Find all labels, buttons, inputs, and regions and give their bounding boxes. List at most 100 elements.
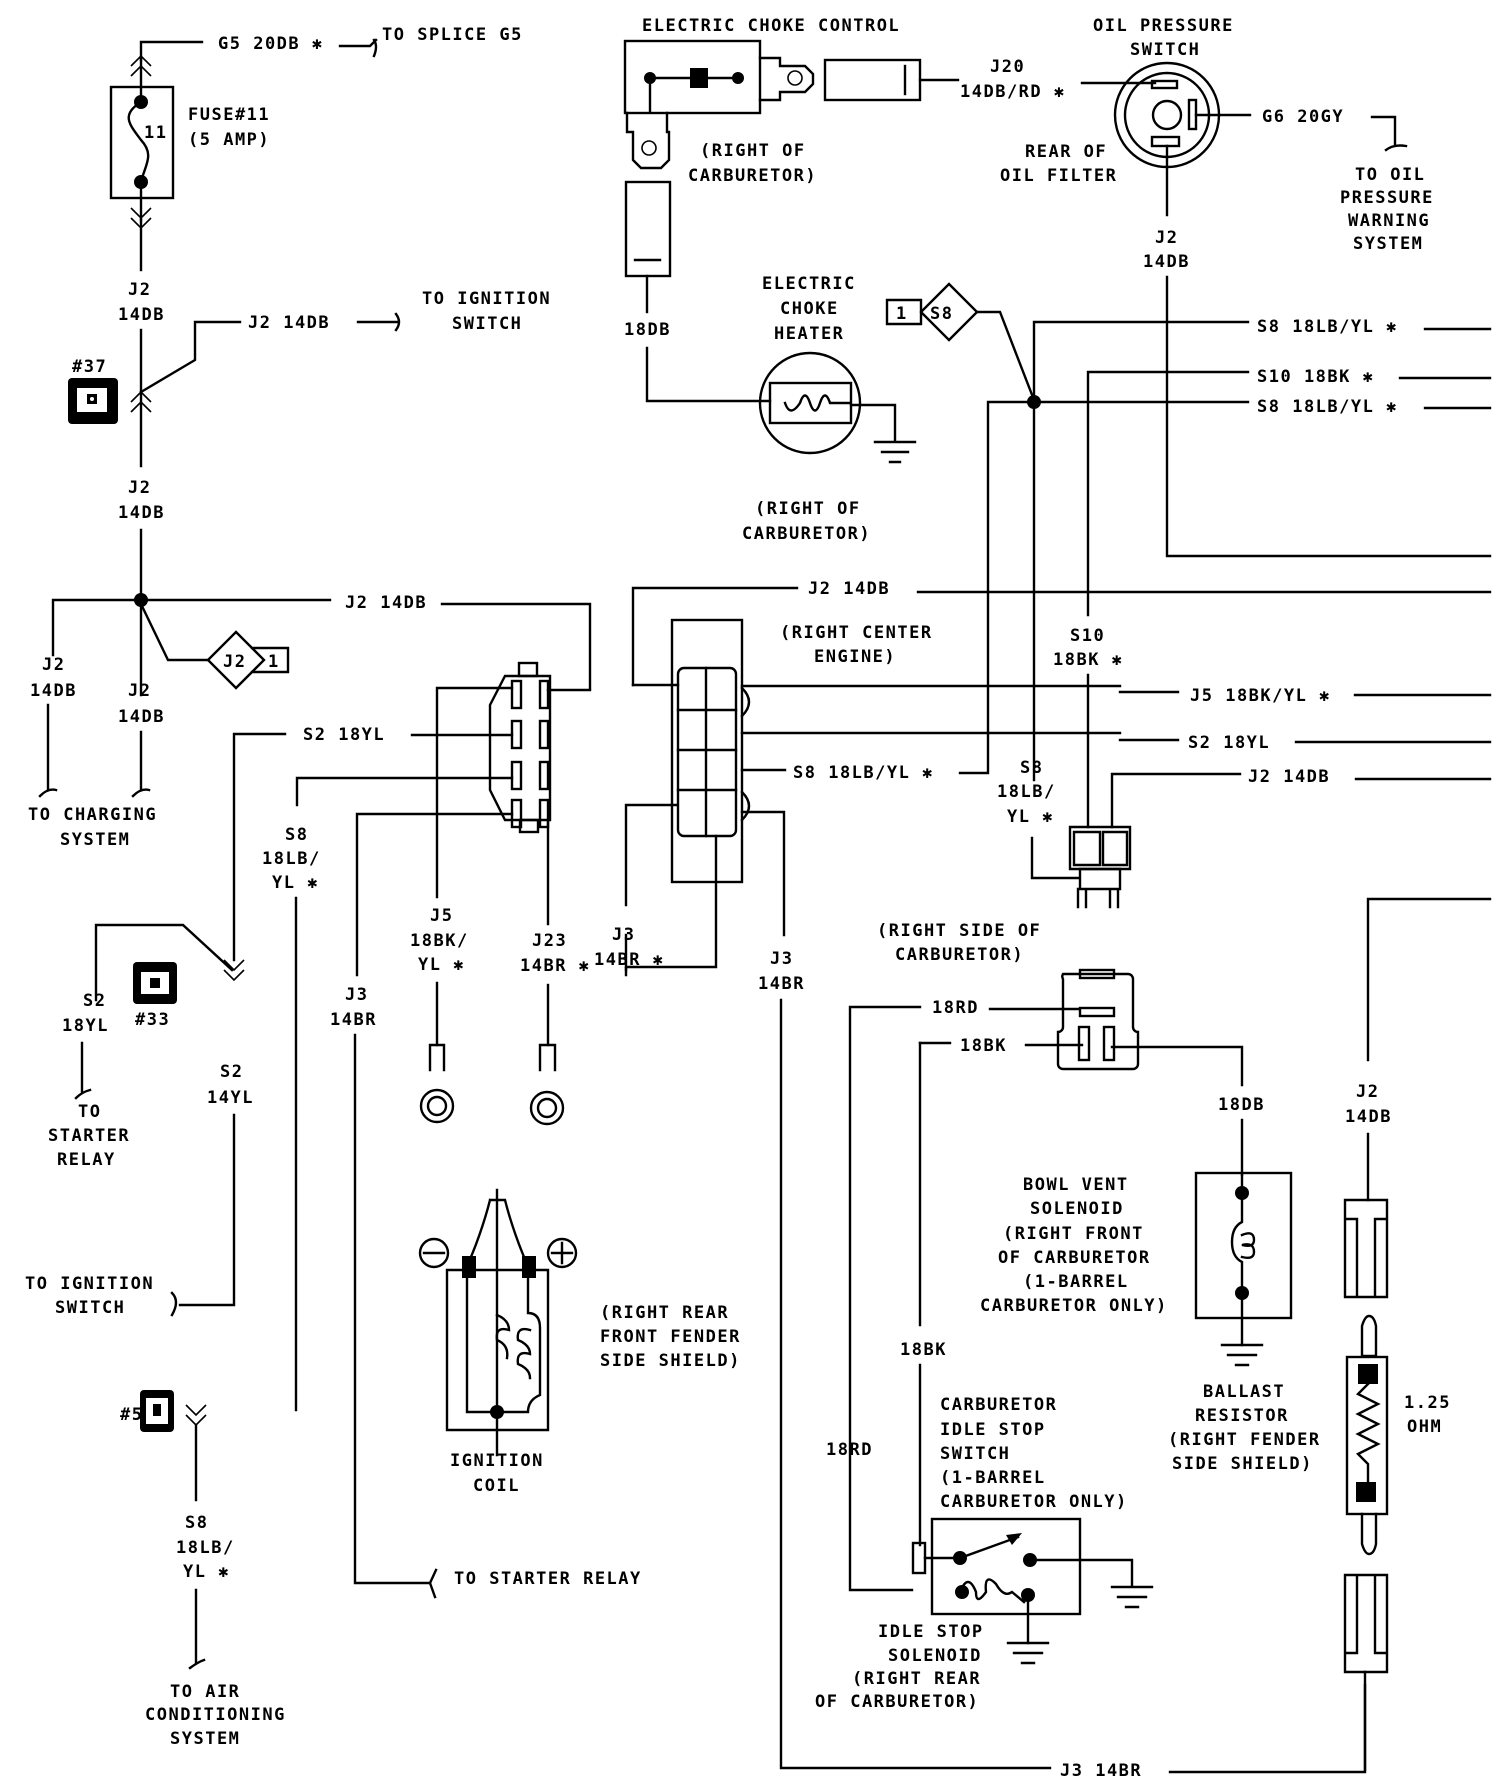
splice-s8-pointer: [975, 310, 1036, 402]
label-to-oil-pressure-warning-4: SYSTEM: [1353, 234, 1423, 254]
fuse-rating: (5 AMP): [188, 130, 270, 150]
wire-label-j2-a-gauge: 14DB: [118, 305, 165, 325]
idle-stop-coil-icon: [958, 1578, 1026, 1604]
wire-heater-ground: [849, 403, 897, 442]
wire-label-18db: 18DB: [624, 320, 671, 340]
oil-pressure-switch: OIL PRESSURE SWITCH G6 20GY TO OIL PRESS…: [1000, 16, 1492, 558]
choke-control-spade-right: [758, 56, 815, 102]
wire-label-s8-carb: S8: [1020, 758, 1043, 778]
label-to-starter-relay: TO STARTER RELAY: [454, 1569, 642, 1589]
wire-label-s8-left-gauge: 18LB/: [262, 849, 321, 869]
idle-switch-title-3: SWITCH: [940, 1444, 1010, 1464]
coil-secondary-wire: [495, 1273, 542, 1414]
bowl-vent-title-2: SOLENOID: [1030, 1199, 1124, 1219]
wire-j5-to-left-connector: [435, 686, 514, 899]
wire-label-s2-18yl: S2: [83, 991, 106, 1011]
fuse-terminal-bottom: [134, 175, 148, 189]
ignition-coil-title-2: COIL: [473, 1476, 520, 1496]
left-connector-housing: [488, 674, 552, 822]
wire-label-s2-18yl-gauge: 18YL: [62, 1016, 109, 1036]
choke-control-location-2: CARBURETOR): [688, 166, 817, 186]
idle-switch-title-5: CARBURETOR ONLY): [940, 1492, 1128, 1512]
carb-connector-latch: [1076, 867, 1122, 909]
connector-chevron-icon: [185, 1404, 207, 1427]
wire-label-s10: S10 18BK ✱: [1257, 367, 1374, 387]
oil-switch-location: REAR OF: [1025, 142, 1107, 162]
wire-label-j2-c-gauge: 14DB: [30, 681, 77, 701]
bowl-vent-solenoid: 18RD 18BK 18DB BOWL VENT SOLENOID (RIGHT…: [848, 968, 1293, 1592]
spade-hole: [641, 140, 657, 156]
choke-heater-title: ELECTRIC: [762, 274, 856, 294]
wire-label-s8-lower-color: YL ✱: [183, 1562, 230, 1582]
wire-label-s2-left: S2 18YL: [303, 725, 385, 745]
bowl-vent-title: BOWL VENT: [1023, 1175, 1129, 1195]
bowl-vent-pin: [1078, 1006, 1116, 1018]
wire-j2-ballast: [1366, 897, 1492, 1062]
label-to-oil-pressure-warning: TO OIL: [1355, 165, 1425, 185]
fuse-feed-section: G5 20DB ✱ TO SPLICE G5 11 FUSE#11 (5 AMP…: [28, 25, 592, 850]
bowl-vent-title-5: (1-BARREL: [1023, 1272, 1129, 1292]
bowl-vent-pin: [1077, 1025, 1091, 1062]
connector-5-label: #5: [120, 1405, 143, 1425]
wire-j3-bottom-right: [1168, 1683, 1367, 1774]
carb-connector-location-2: CARBURETOR): [895, 945, 1024, 965]
idle-stop-body: [930, 1517, 1082, 1616]
splice-s8-label: S8: [930, 304, 953, 324]
coil-junction: [490, 1405, 504, 1419]
ring-terminal-icon: [538, 1043, 557, 1072]
wire-label-s8-carb-gauge: 18LB/: [997, 782, 1056, 802]
ballast-title-4: SIDE SHIELD): [1172, 1454, 1313, 1474]
ring-terminal-icon: [428, 1043, 446, 1072]
switch-arrow-icon: [1006, 1533, 1022, 1545]
idle-solenoid-title-2: SOLENOID: [888, 1646, 982, 1666]
oil-switch-terminal: [1150, 135, 1181, 148]
switch-terminal: [953, 1551, 967, 1565]
splice-j2-tag-icon: [206, 630, 290, 690]
idle-switch-title-2: IDLE STOP: [940, 1420, 1046, 1440]
coil-primary-wire: [465, 1273, 499, 1414]
wire-to-ign: [356, 312, 401, 332]
choke-control-terminal: [644, 72, 656, 84]
spade-hole: [787, 70, 803, 86]
center-connector-latch: [740, 686, 751, 822]
wire-label-s2: S2 18YL: [1188, 733, 1270, 753]
left-connector-tab: [518, 818, 540, 834]
splice-pointer: [139, 602, 210, 662]
wire-j2-c-lower: [38, 703, 58, 798]
lower-left-section: S2 18YL TO STARTER RELAY #33 S2 14YL TO …: [25, 923, 286, 1749]
idle-stop-switch-plug: [911, 1541, 927, 1575]
electric-choke-control: ELECTRIC CHOKE CONTROL (RIGHT OF CARBURE…: [623, 16, 1064, 340]
wire-label-j2-oil: J2: [1155, 228, 1178, 248]
wire-label-s8-left: S8: [285, 825, 308, 845]
choke-heater-title-2: CHOKE: [780, 299, 839, 319]
bowl-vent-title-3: (RIGHT FRONT: [1003, 1224, 1144, 1244]
ballast-title-3: (RIGHT FENDER: [1168, 1430, 1321, 1450]
label-to-air-conditioning-2: CONDITIONING: [145, 1705, 286, 1725]
wire-label-s8-mid: S8 18LB/YL ✱: [1257, 397, 1398, 417]
coil-negative-terminal: [462, 1256, 476, 1278]
wire-s8-top: [1032, 320, 1250, 782]
ballast-terminal-bottom: [1356, 1482, 1376, 1502]
right-bus: 1 S8 S8 18LB/YL ✱ S10 18BK ✱ S8 18LB/YL …: [885, 282, 1492, 829]
ground-icon: [1220, 1343, 1264, 1367]
wire-g6-continue: [1370, 115, 1408, 152]
wire-label-j2-ballast-gauge: 14DB: [1345, 1107, 1392, 1127]
bowl-vent-title-4: OF CARBURETOR: [998, 1248, 1151, 1268]
ballast-terminal-top: [1358, 1364, 1378, 1384]
bowl-vent-terminal: [1235, 1286, 1249, 1300]
wire-s8-to-left-connector: [295, 776, 514, 807]
wire-18rd: [848, 1005, 922, 1592]
label-to-starter-relay-left-3: RELAY: [57, 1150, 116, 1170]
wire-s10: [1086, 370, 1250, 617]
ballast-bottom-connector: [1343, 1573, 1389, 1674]
idle-switch-title: CARBURETOR: [940, 1395, 1057, 1415]
center-connector-location: (RIGHT CENTER: [780, 623, 933, 643]
wire-label-j3-b-gauge: 14BR: [758, 974, 805, 994]
wire-label-j5-left-gauge: 18BK/: [410, 931, 469, 951]
label-to-air-conditioning: TO AIR: [170, 1682, 240, 1702]
bimetal-element-icon: [690, 68, 708, 88]
plus-sign-icon: [550, 1241, 574, 1265]
center-connector-location-2: ENGINE): [814, 647, 896, 667]
wire-label-j5-left: J5: [430, 906, 453, 926]
ground-icon: [873, 440, 917, 464]
